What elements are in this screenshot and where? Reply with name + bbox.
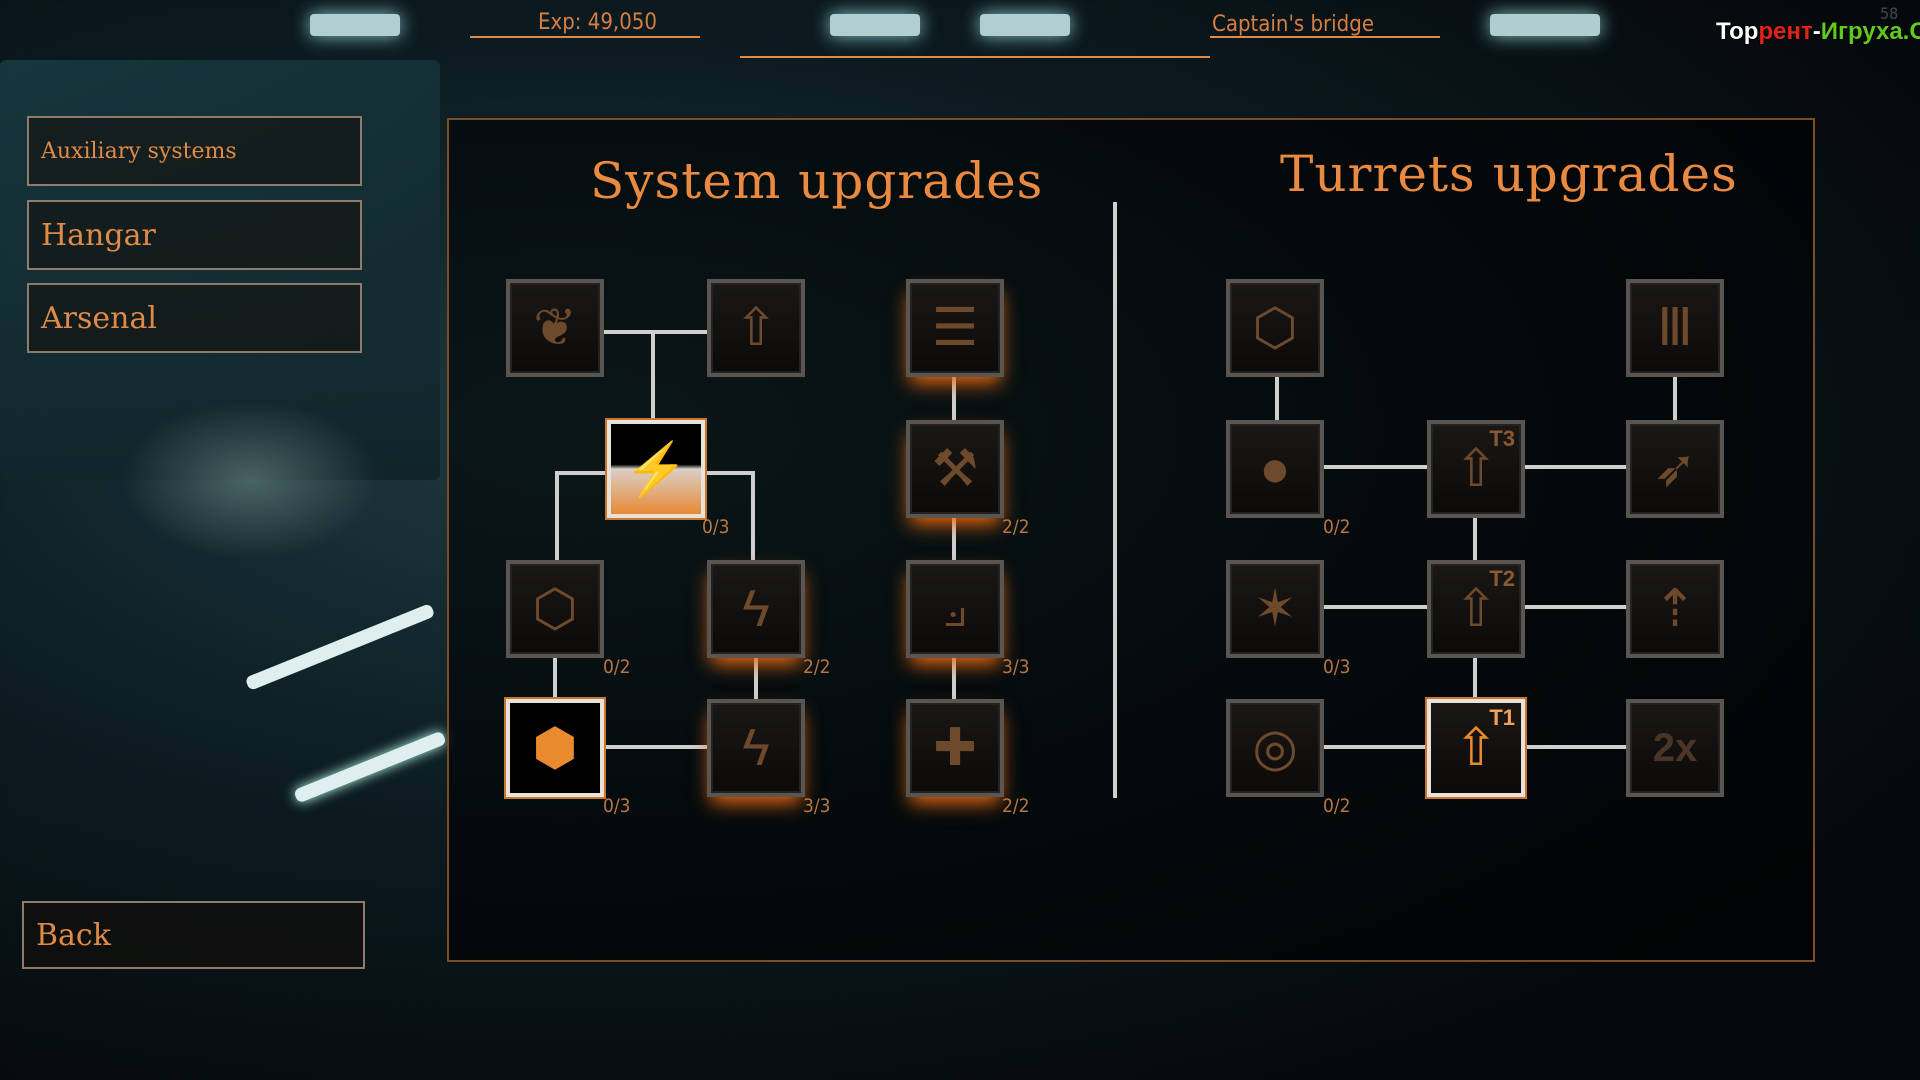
circuit-beam-icon: ⟓ — [942, 579, 968, 638]
exp-counter: Exp: 49,050 — [538, 10, 657, 35]
upgrade-shell[interactable]: ● — [1226, 420, 1324, 518]
tree-link — [553, 377, 956, 749]
menu-arsenal[interactable]: Arsenal — [27, 283, 362, 353]
upgrade-hex-shield-plus[interactable]: ⬡ — [506, 560, 604, 658]
location-label: Captain's bridge — [1212, 12, 1375, 37]
watermark-logo: Торрент-Игруха.Орг — [1716, 18, 1920, 45]
hex-energy-icon: ⬡ — [1252, 299, 1298, 357]
menu-hangar[interactable]: Hangar — [27, 200, 362, 270]
triple-barrel-icon: Ⅲ — [1657, 299, 1693, 357]
ceiling-light — [980, 14, 1070, 36]
upgrade-circuit-beam[interactable]: ⟓ — [906, 560, 1004, 658]
upgrade-triple-barrel[interactable]: Ⅲ — [1626, 279, 1724, 377]
turret-tier-icon: ⇧ — [1454, 719, 1498, 777]
upgrade-count: 0/3 — [1323, 656, 1351, 678]
stars-icon: ✶ — [1253, 580, 1297, 638]
shield-lightning-icon: ⚡ — [623, 440, 689, 499]
background-smoke — [120, 400, 380, 560]
upgrade-count: 2/2 — [1002, 795, 1030, 817]
upgrade-turret-t1[interactable]: ⇧T1 — [1427, 699, 1525, 797]
upgrade-missiles[interactable]: ⇡ — [1626, 560, 1724, 658]
tree-link — [604, 330, 707, 420]
upgrade-laurel-badge[interactable]: ❦ — [506, 279, 604, 377]
upgrade-stars[interactable]: ✶ — [1226, 560, 1324, 658]
upgrade-striped-armor[interactable]: ☰ — [906, 279, 1004, 377]
lightning-circle-icon: ϟ — [742, 580, 770, 638]
upgrade-count: 0/2 — [603, 656, 631, 678]
panel-divider — [1113, 202, 1117, 798]
upgrade-hex-energy[interactable]: ⬡ — [1226, 279, 1324, 377]
upgrade-count: 2/2 — [803, 656, 831, 678]
ceiling-light — [830, 14, 920, 36]
header-line — [1210, 36, 1440, 38]
upgrades-panel — [447, 118, 1815, 962]
tier-label: T2 — [1489, 566, 1515, 591]
upgrade-shield-lightning[interactable]: ⚡ — [607, 420, 705, 518]
upgrade-turret-t2[interactable]: ⇧T2 — [1427, 560, 1525, 658]
upgrade-spiral[interactable]: ◎ — [1226, 699, 1324, 797]
repair-tools-icon: ⚒ — [931, 440, 979, 498]
turret-tier-icon: ⇧ — [1454, 440, 1498, 498]
tier-label: T1 — [1489, 705, 1515, 730]
rockets-icon: ➶ — [1653, 440, 1697, 498]
battery-boost-icon: ⇧ — [734, 299, 778, 357]
upgrade-count: 0/3 — [603, 795, 631, 817]
spiral-upgrade-icon: ◎ — [1252, 719, 1298, 777]
upgrade-medical-cross[interactable]: ✚ — [906, 699, 1004, 797]
double-damage-icon: 2x — [1652, 725, 1698, 770]
hex-shield-icon: ⬢ — [532, 719, 578, 777]
missiles-icon: ⇡ — [1653, 580, 1697, 638]
upgrade-count: 0/2 — [1323, 516, 1351, 538]
upgrade-lightning-circle[interactable]: ϟ — [707, 560, 805, 658]
lightning-bolt-icon: ϟ — [742, 719, 770, 777]
system-upgrades-title: System upgrades — [590, 152, 1044, 210]
upgrade-count: 3/3 — [1002, 656, 1030, 678]
turret-tier-icon: ⇧ — [1454, 580, 1498, 638]
upgrade-count: 0/2 — [1323, 795, 1351, 817]
upgrade-turret-t3[interactable]: ⇧T3 — [1427, 420, 1525, 518]
tier-label: T3 — [1489, 426, 1515, 451]
upgrade-double-damage[interactable]: 2x — [1626, 699, 1724, 797]
ceiling-light — [1490, 14, 1600, 36]
shell-icon: ● — [1259, 440, 1291, 498]
header-line — [470, 36, 700, 38]
turrets-upgrades-title: Turrets upgrades — [1280, 145, 1738, 203]
medical-cross-icon: ✚ — [933, 719, 977, 777]
upgrade-rockets[interactable]: ➶ — [1626, 420, 1724, 518]
laurel-badge-icon: ❦ — [533, 299, 577, 357]
upgrade-hex-shield[interactable]: ⬢ — [506, 699, 604, 797]
back-button[interactable]: Back — [22, 901, 365, 969]
fps-counter: 58 — [1880, 4, 1899, 23]
upgrade-count: 3/3 — [803, 795, 831, 817]
upgrade-count: 0/3 — [702, 516, 730, 538]
upgrade-lightning-bolt[interactable]: ϟ — [707, 699, 805, 797]
upgrade-repair-tools[interactable]: ⚒ — [906, 420, 1004, 518]
header-line — [740, 56, 1210, 58]
ceiling-light — [310, 14, 400, 36]
upgrade-count: 2/2 — [1002, 516, 1030, 538]
upgrade-battery-boost[interactable]: ⇧ — [707, 279, 805, 377]
menu-auxiliary-systems[interactable]: Auxiliary systems — [27, 116, 362, 186]
striped-armor-icon: ☰ — [931, 299, 979, 357]
hex-shield-plus-icon: ⬡ — [532, 580, 578, 638]
